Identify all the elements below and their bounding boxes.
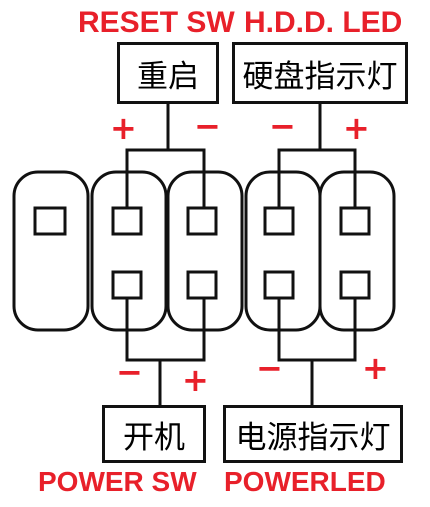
- restart-box: 重启: [117, 42, 219, 104]
- led-minus-sign: −: [256, 349, 283, 387]
- reset-plus-sign: +: [110, 109, 137, 147]
- power-wire: [125, 298, 206, 362]
- pin-reset-plus: [111, 206, 143, 236]
- pin-power-plus: [186, 270, 218, 300]
- power-minus-sign: −: [116, 353, 143, 391]
- led-wire: [277, 298, 357, 362]
- pin-led-minus: [263, 270, 295, 300]
- power-led-label: POWERLED: [224, 466, 386, 497]
- led-plus-sign: +: [362, 349, 389, 387]
- pin-reset-minus: [186, 206, 218, 236]
- pin-power-minus: [111, 270, 143, 300]
- power-sw-label: POWER SW: [38, 466, 197, 497]
- hdd-wire: [277, 148, 357, 208]
- pin-hdd-plus: [339, 206, 371, 236]
- hdd-indicator-box: 硬盘指示灯: [232, 42, 408, 104]
- pin-block-5: [318, 170, 396, 332]
- pin-led-plus: [339, 270, 371, 300]
- power-on-box: 开机: [102, 405, 206, 463]
- reset-sw-label: RESET SW: [78, 6, 235, 39]
- reset-minus-sign: −: [194, 107, 221, 145]
- power-indicator-box: 电源指示灯: [223, 405, 403, 463]
- pin-block-2: [90, 170, 168, 332]
- power-plus-sign: +: [182, 361, 209, 399]
- hdd-led-label: H.D.D. LED: [244, 6, 403, 39]
- hdd-minus-sign: −: [269, 107, 296, 145]
- reset-wire: [125, 148, 206, 208]
- pin-hdd-minus: [263, 206, 295, 236]
- pin-empty: [33, 206, 67, 236]
- pin-block-1: [12, 170, 90, 332]
- pin-block-4: [244, 170, 322, 332]
- hdd-plus-sign: +: [343, 109, 370, 147]
